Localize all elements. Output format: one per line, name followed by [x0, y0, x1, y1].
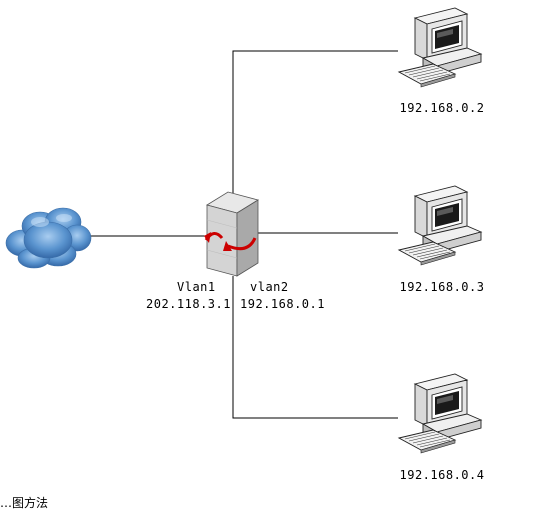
host-ip-label-4: 192.168.0.4: [399, 468, 485, 482]
router-right-interface-ip: 192.168.0.1: [240, 297, 325, 311]
router-left-interface-name: Vlan1: [177, 280, 216, 294]
router-icon: [204, 191, 259, 277]
internet-cloud-icon: [5, 207, 92, 269]
host-computer-icon-4: [398, 373, 482, 454]
host-computer-icon-2: [398, 7, 482, 88]
footer-caption-fragment: …图方法: [0, 496, 49, 510]
host-computer-icon-3: [398, 185, 482, 266]
line-router-to-host-4: [232, 276, 398, 419]
connection-lines: [88, 50, 398, 419]
host-ip-label-3: 192.168.0.3: [399, 280, 485, 294]
line-router-to-host-2: [232, 50, 398, 194]
host-ip-label-2: 192.168.0.2: [399, 101, 485, 115]
router-left-interface-ip: 202.118.3.1: [146, 297, 231, 311]
router-right-interface-name: vlan2: [250, 280, 289, 294]
